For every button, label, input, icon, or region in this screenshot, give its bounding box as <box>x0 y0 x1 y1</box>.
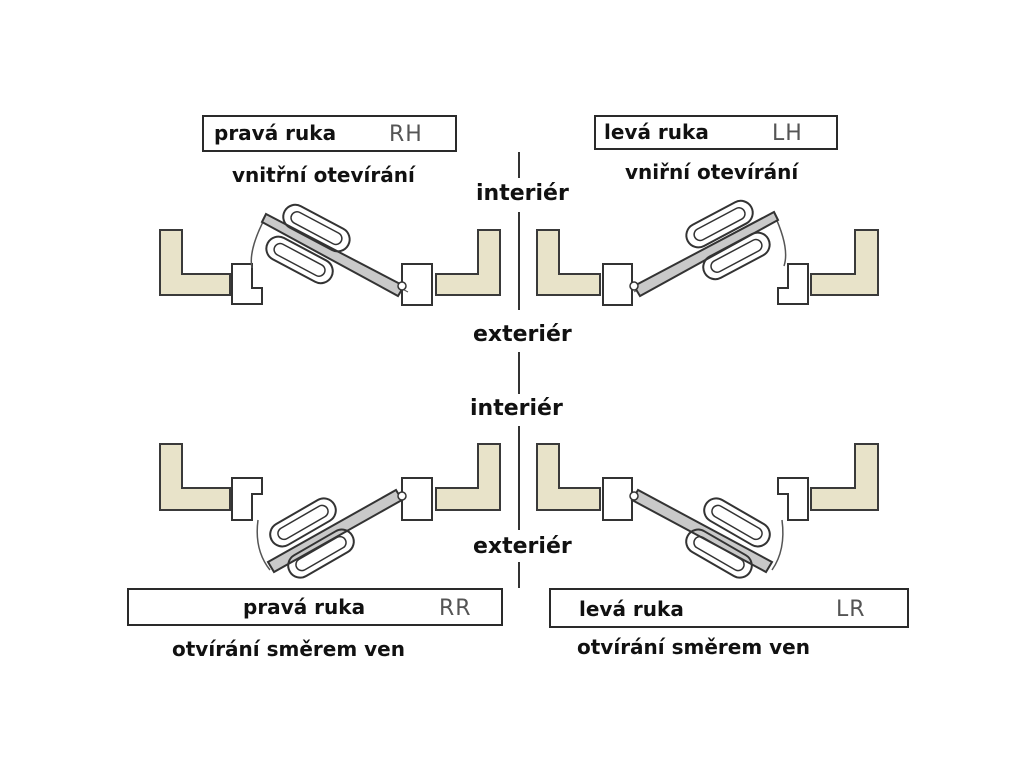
jamb-icon <box>401 477 433 521</box>
scheme-lh <box>536 195 879 306</box>
caption-inward-left: vniřní otevírání <box>625 160 799 184</box>
label-box-rr: pravá ruka RR <box>127 588 503 626</box>
code-lh: LH <box>772 121 803 146</box>
jamb-icon <box>777 477 809 521</box>
caption-outward-right: otvírání směrem ven <box>172 637 405 661</box>
zone-interior-bottom: interiér <box>470 396 563 421</box>
caption-outward-left: otvírání směrem ven <box>577 635 810 659</box>
label-box-rh: pravá ruka RH <box>202 115 457 152</box>
label-left-hand: levá ruka <box>604 120 709 144</box>
label-box-lr: levá ruka LR <box>549 588 909 628</box>
code-lr: LR <box>836 597 866 622</box>
caption-inward-right: vnitřní otevírání <box>232 163 415 187</box>
hinge-icon <box>397 491 407 501</box>
code-rr: RR <box>439 596 472 621</box>
code-rh: RH <box>389 122 423 147</box>
door-frame-icon <box>536 443 601 511</box>
door-frame-icon <box>435 229 501 296</box>
label-right-hand-out: pravá ruka <box>243 595 366 619</box>
jamb-icon <box>602 477 633 521</box>
jamb-icon <box>602 263 633 306</box>
jamb-icon <box>231 477 263 521</box>
label-box-lh: levá ruka LH <box>594 115 838 150</box>
jamb-icon <box>231 263 263 305</box>
scheme-rh <box>159 199 501 306</box>
scheme-rr <box>159 443 501 583</box>
door-leaf-icon <box>632 210 780 298</box>
door-frame-icon <box>536 229 601 296</box>
door-frame-icon <box>159 229 231 296</box>
door-frame-icon <box>810 229 879 296</box>
label-left-hand-out: levá ruka <box>579 597 684 621</box>
zone-exterior-bottom: exteriér <box>473 534 572 559</box>
zone-exterior-top: exteriér <box>473 322 572 347</box>
label-right-hand: pravá ruka <box>214 121 337 145</box>
zone-interior-top: interiér <box>476 181 569 206</box>
door-leaf-icon <box>260 212 406 298</box>
door-frame-icon <box>435 443 501 511</box>
hinge-icon <box>397 281 407 291</box>
jamb-icon <box>777 263 809 305</box>
hinge-icon <box>629 281 639 291</box>
swing-arc-icon <box>771 519 784 571</box>
scheme-lr <box>536 443 879 583</box>
swing-arc-icon <box>256 519 271 571</box>
jamb-icon <box>401 263 433 306</box>
door-frame-icon <box>159 443 231 511</box>
door-frame-icon <box>810 443 879 511</box>
hinge-icon <box>629 491 639 501</box>
